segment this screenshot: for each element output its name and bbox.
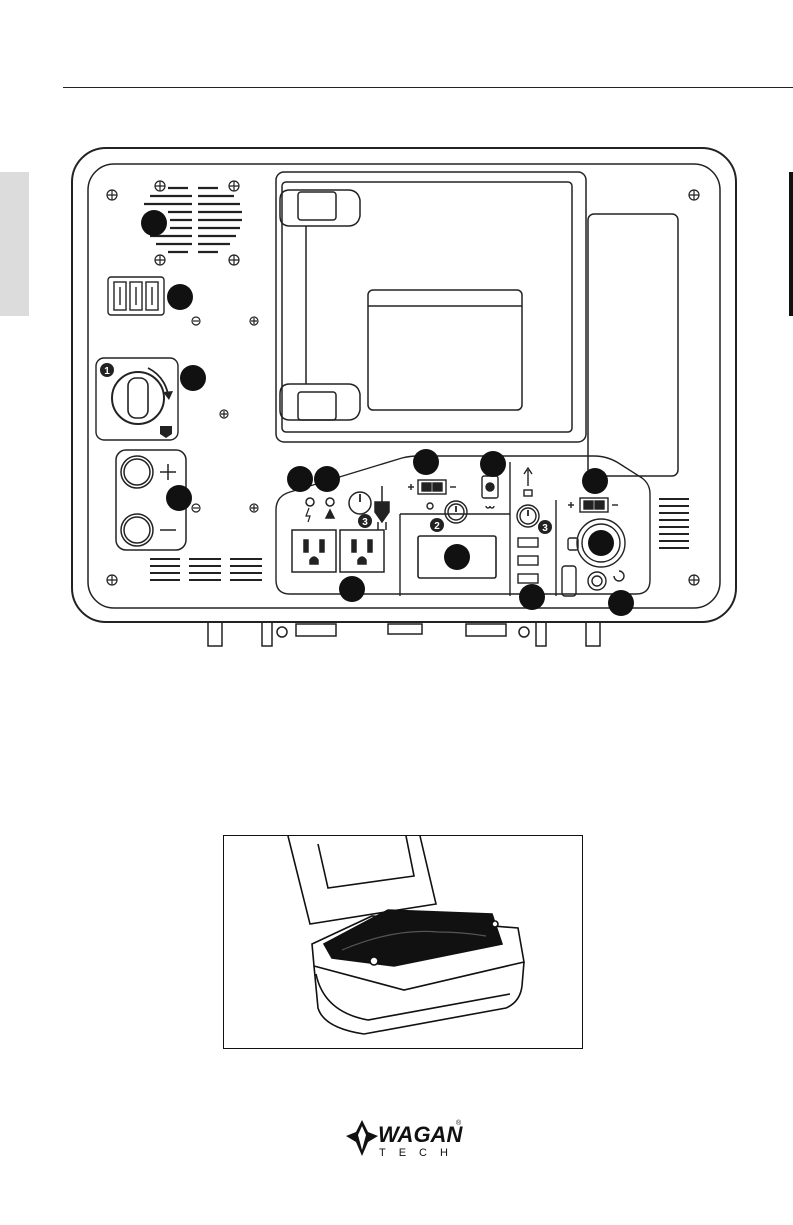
- right-vents: [659, 499, 689, 548]
- step-marker-2-label: 2: [434, 521, 440, 532]
- wagan-tech-logo: WAGAN ® TECH: [346, 1118, 466, 1158]
- bottom-vents: [150, 559, 262, 580]
- step-marker-3-usb-label: 3: [542, 523, 548, 534]
- svg-text:1: 1: [104, 366, 110, 377]
- power-station-front-panel-diagram: 1: [0, 0, 793, 700]
- open-case-illustration: [224, 836, 582, 1048]
- carry-handle-panel: [276, 172, 586, 442]
- step-marker-3-ac-label: 3: [362, 517, 368, 528]
- anderson-connector-center: [408, 476, 498, 523]
- usb-ports: [517, 468, 539, 583]
- battery-compartment: [588, 214, 678, 476]
- logo-subtitle: TECH: [379, 1147, 461, 1159]
- fuse-block: [108, 277, 164, 315]
- main-power-dial: 1: [96, 358, 178, 440]
- ac-outlets: [292, 486, 389, 572]
- logo-word: WAGAN: [378, 1122, 462, 1148]
- callout-markers: [141, 210, 634, 616]
- product-photo-frame: [223, 835, 583, 1049]
- wagan-star-icon: [346, 1120, 378, 1156]
- logo-registered-mark: ®: [456, 1120, 461, 1127]
- case-feet: [208, 622, 600, 646]
